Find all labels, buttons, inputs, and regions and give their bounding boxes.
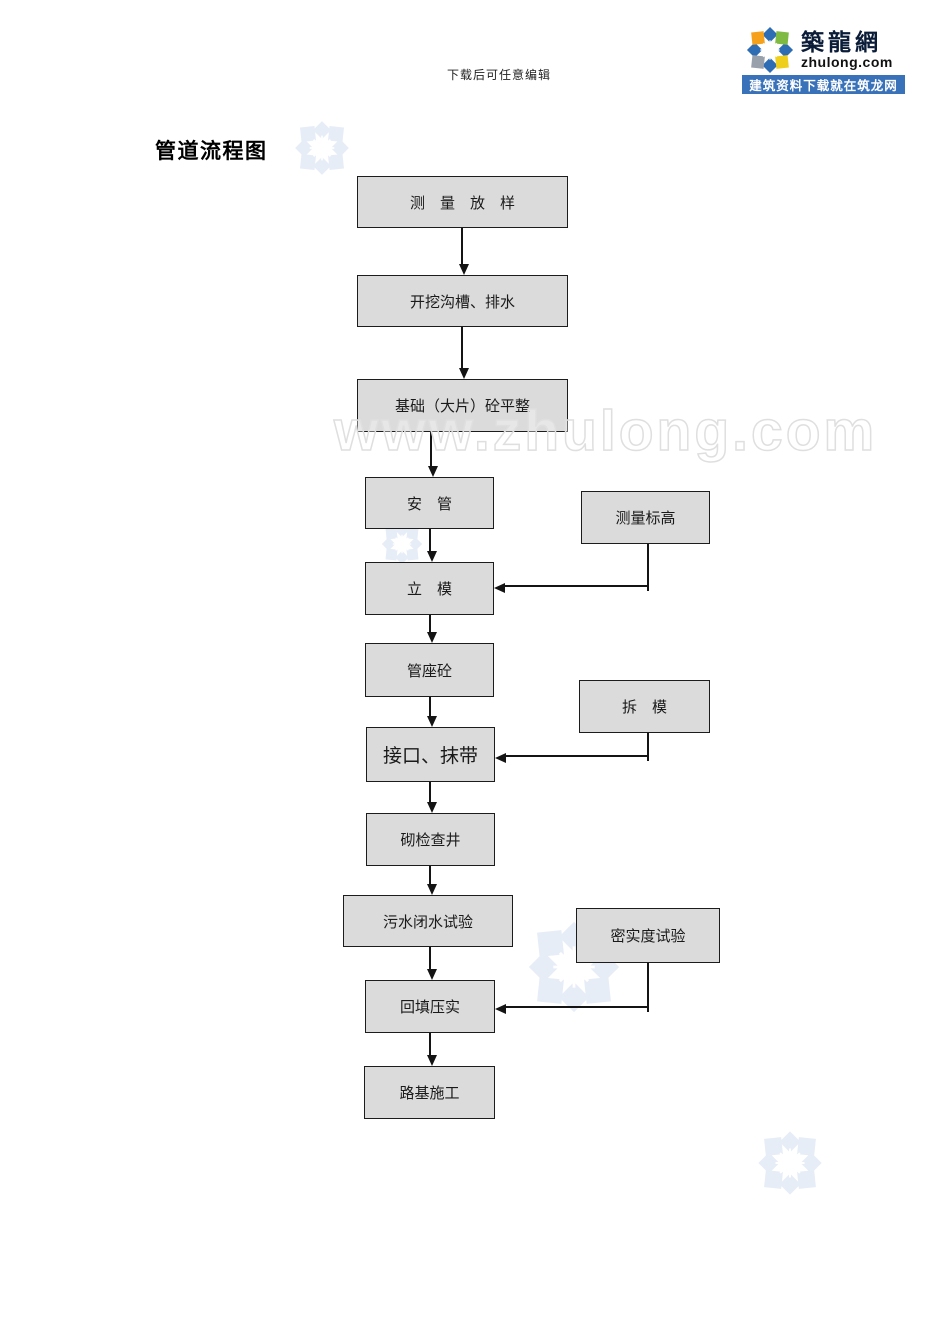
flow-step-erect-formwork: 立 模 xyxy=(365,562,494,615)
flow-step-joint-plaster: 接口、抹带 xyxy=(366,727,495,782)
flow-step-pipe-seat-concrete: 管座砼 xyxy=(365,643,494,697)
connector-line xyxy=(647,733,649,761)
flow-step-backfill-compact: 回填压实 xyxy=(365,980,495,1033)
side-step-survey-elevation: 测量标高 xyxy=(581,491,710,544)
flow-step-build-manhole: 砌检查井 xyxy=(366,813,495,866)
down-arrow-icon xyxy=(426,782,437,813)
down-arrow-icon xyxy=(426,615,437,643)
pinwheel-logo-icon xyxy=(746,26,794,73)
flow-step-excavate-trench: 开挖沟槽、排水 xyxy=(357,275,568,327)
logo-tagline: 建筑资料下载就在筑龙网 xyxy=(742,75,905,94)
header-note: 下载后可任意编辑 xyxy=(447,68,552,82)
side-step-remove-formwork: 拆 模 xyxy=(579,680,710,733)
side-step-density-test: 密实度试验 xyxy=(576,908,720,963)
down-arrow-icon xyxy=(458,228,469,275)
logo-site-name: 築龍網 xyxy=(801,29,882,55)
down-arrow-icon xyxy=(427,432,438,477)
down-arrow-icon xyxy=(426,1033,437,1066)
left-arrow-icon xyxy=(495,1003,648,1014)
page-title: 管道流程图 xyxy=(155,140,268,163)
zhulong-logo-banner[interactable]: 築龍網 zhulong.com 建筑资料下载就在筑龙网 xyxy=(742,24,905,94)
logo-texts: 築龍網 zhulong.com xyxy=(801,31,893,69)
flow-step-roadbed-construction: 路基施工 xyxy=(364,1066,495,1119)
left-arrow-icon xyxy=(495,752,648,763)
logo-top: 築龍網 zhulong.com xyxy=(742,24,905,75)
down-arrow-icon xyxy=(426,697,437,727)
logo-site-domain: zhulong.com xyxy=(801,53,893,70)
down-arrow-icon xyxy=(426,947,437,980)
flow-step-survey-layout: 测 量 放 样 xyxy=(357,176,568,228)
pinwheel-watermark-icon xyxy=(294,120,350,176)
flow-step-foundation-level: 基础（大片）砼平整 xyxy=(357,379,568,432)
connector-line xyxy=(647,963,649,1012)
pinwheel-watermark-icon xyxy=(381,523,423,565)
down-arrow-icon xyxy=(458,327,469,379)
down-arrow-icon xyxy=(426,866,437,895)
flow-step-install-pipe: 安 管 xyxy=(365,477,494,529)
flow-step-water-test: 污水闭水试验 xyxy=(343,895,513,947)
down-arrow-icon xyxy=(426,529,437,562)
pinwheel-watermark-icon xyxy=(757,1130,823,1196)
left-arrow-icon xyxy=(494,582,648,593)
connector-line xyxy=(647,544,649,591)
